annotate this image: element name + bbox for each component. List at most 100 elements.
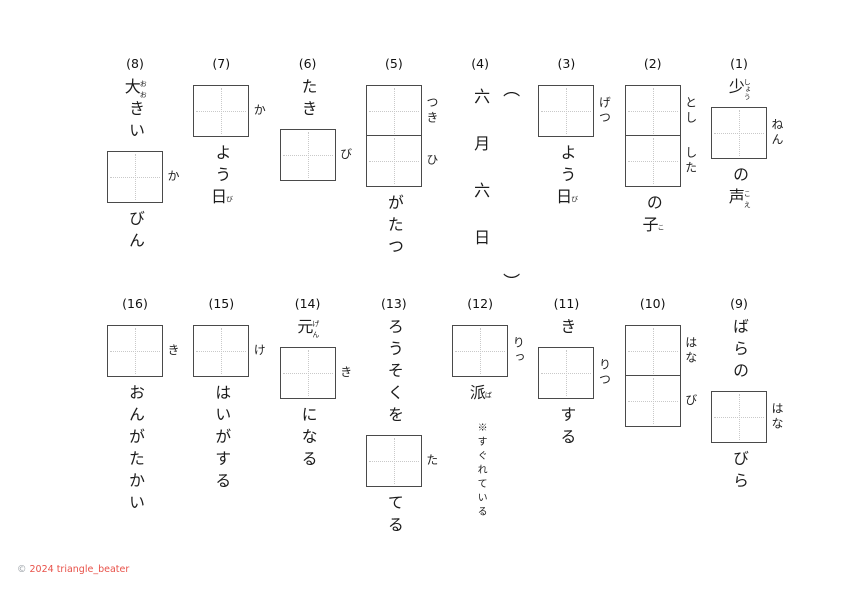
ruby-base: 日び xyxy=(208,187,234,210)
ruby-kanji: 子こ xyxy=(639,215,665,238)
box-reading: び xyxy=(683,393,698,409)
worksheet-item-11: (11)きりつする xyxy=(523,297,611,563)
kanji-answer-box: りつ xyxy=(538,346,611,399)
date-text: 六月六日 xyxy=(471,87,491,276)
item-number: (7) xyxy=(212,56,231,71)
vertical-text: ろうそくを xyxy=(384,317,404,428)
kanji-answer-box: つき xyxy=(365,84,439,137)
kanji-answer-box: か xyxy=(193,84,266,137)
item-number: (16) xyxy=(122,296,148,311)
guide-line-horizontal xyxy=(713,416,764,418)
guide-line-horizontal xyxy=(713,132,764,134)
box-reading: はな xyxy=(683,335,698,366)
item-number: (5) xyxy=(384,56,403,71)
item-number: (8) xyxy=(126,56,144,71)
vertical-text: き xyxy=(557,317,577,340)
worksheet-item-16: (16) きおんがたかい xyxy=(92,296,180,563)
guide-line-horizontal xyxy=(541,372,592,374)
box-reading: げつ xyxy=(597,95,612,126)
guide-line-horizontal xyxy=(282,372,333,374)
worksheet-item-9: (9) ばらのはなびら xyxy=(696,296,784,563)
kanji-answer-box: け xyxy=(193,324,266,377)
worksheet-item-15: (15)けはいがする xyxy=(178,297,266,563)
worksheet-item-4: (4) 六月六日 （ ） xyxy=(437,56,523,293)
box-reading: ひ xyxy=(424,153,439,169)
guide-line-horizontal xyxy=(196,350,247,352)
box-reading: ねん xyxy=(769,117,784,148)
vertical-text: びら xyxy=(729,449,749,494)
box-reading: した xyxy=(683,145,698,176)
note-text: ※すぐれている xyxy=(475,421,487,520)
kanji-answer-box: き xyxy=(279,346,353,399)
kanji-answer-box: した xyxy=(624,134,698,187)
worksheet-item-5: (5) つきひがたつ xyxy=(351,56,439,293)
worksheet-item-13: (13)ろうそくをたてる xyxy=(351,297,439,563)
vertical-text: たき xyxy=(298,77,318,122)
guide-line-horizontal xyxy=(368,160,419,162)
worksheet-item-10: (10) はなび xyxy=(610,296,698,563)
kanji-answer-box: び xyxy=(279,128,353,181)
ruby-kanji: 派ぱ xyxy=(467,383,493,406)
furigana: び xyxy=(570,187,579,210)
vertical-text: おんがたかい xyxy=(126,383,145,516)
furigana: ぱ xyxy=(484,383,493,406)
kanji-answer-box: き xyxy=(107,324,180,377)
kanji-answer-box: はな xyxy=(624,324,698,377)
box-reading: か xyxy=(252,103,267,118)
guide-line-horizontal xyxy=(627,350,678,352)
guide-line-horizontal xyxy=(282,154,333,156)
furigana: おお xyxy=(139,77,148,100)
footer-copyright-text: 2024 triangle_beater xyxy=(29,563,130,575)
furigana: げん xyxy=(311,317,320,340)
furigana: しょう xyxy=(743,77,752,100)
vertical-text: ばらの xyxy=(729,317,749,384)
vertical-text: よう xyxy=(212,143,232,188)
ruby-base: 少しょう xyxy=(725,77,752,100)
paren-close: ） xyxy=(499,272,520,290)
ruby-kanji: 大おお xyxy=(121,77,148,100)
date-phrase: 六月六日 （ ） xyxy=(471,80,519,290)
guide-line-horizontal xyxy=(196,110,247,112)
box-reading: りつ xyxy=(597,357,612,388)
guide-line-horizontal xyxy=(627,400,678,402)
ruby-base: 子こ xyxy=(639,215,665,238)
guide-line-horizontal xyxy=(368,460,419,462)
item-number: (10) xyxy=(639,296,666,311)
item-number: (4) xyxy=(471,56,489,71)
copyright-icon: © xyxy=(17,563,27,575)
guide-line-horizontal xyxy=(455,350,506,352)
ruby-kanji: 日び xyxy=(553,187,579,210)
item-number: (1) xyxy=(730,56,748,71)
paren-open: （ xyxy=(499,79,520,97)
ruby-kanji: 声こえ xyxy=(725,187,752,210)
box-reading: はな xyxy=(769,401,784,432)
guide-line-horizontal xyxy=(368,110,419,112)
vertical-text: がたつ xyxy=(384,193,404,260)
item-number: (6) xyxy=(298,56,317,71)
furigana: び xyxy=(225,187,234,210)
ruby-base: 大おお xyxy=(121,77,148,100)
guide-line-horizontal xyxy=(110,350,160,352)
worksheet-item-6: (6) たきび xyxy=(265,56,353,293)
box-reading: び xyxy=(338,147,353,162)
item-number: (9) xyxy=(730,296,748,311)
kanji-answer-box: た xyxy=(365,434,439,487)
box-reading: か xyxy=(166,169,180,184)
kanji-answer-box: ねん xyxy=(710,106,784,159)
guide-line-horizontal xyxy=(627,160,678,162)
box-reading: き xyxy=(166,343,180,358)
kanji-answer-box: げつ xyxy=(538,84,611,137)
vertical-text: する xyxy=(557,405,577,450)
ruby-base: 声こえ xyxy=(725,187,752,210)
worksheet-row-bottom: (9)ばらのはなびら(10)はなび(11)きりつする(12)りっ派ぱ※すぐれてい… xyxy=(92,296,784,563)
worksheet-item-2: (2)とししたの子こ xyxy=(610,57,698,293)
kanji-answer-box: び xyxy=(624,374,698,427)
ruby-kanji: 元げん xyxy=(294,317,320,340)
vertical-text: の xyxy=(729,165,749,188)
vertical-text: よう xyxy=(557,143,577,188)
ruby-base: 元げん xyxy=(294,317,320,340)
ruby-kanji: 日び xyxy=(208,187,234,210)
kanji-answer-box: か xyxy=(107,150,180,203)
guide-line-horizontal xyxy=(541,110,592,112)
